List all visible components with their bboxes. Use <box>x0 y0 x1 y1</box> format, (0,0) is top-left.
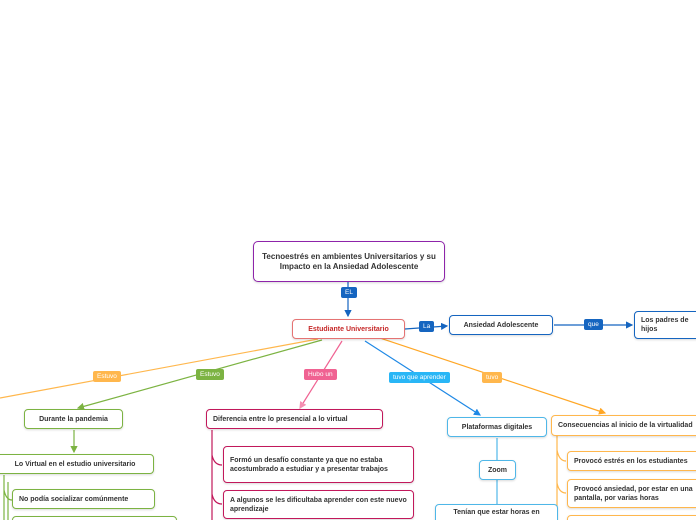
desafio-node[interactable]: Formó un desafío constante ya que no est… <box>223 446 414 483</box>
link-label-el: EL <box>341 287 357 298</box>
estudiante-node[interactable]: Estudiante Universitario <box>292 319 405 339</box>
diferencia-label: Diferencia entre lo presencial a lo virt… <box>213 415 348 423</box>
link-estudiante-left <box>0 338 319 399</box>
socializar-label: No podía socializar comúnmente <box>19 495 129 503</box>
estres-node[interactable]: Provocó estrés en los estudiantes <box>567 451 696 471</box>
pandemia-label: Durante la pandemia <box>39 415 108 423</box>
root-title: Tecnoestrés en ambientes Universitarios … <box>262 251 436 271</box>
horas-label: Tenían que estar horas en <box>453 509 540 516</box>
next-orange-node[interactable] <box>567 515 696 520</box>
next-green-node[interactable] <box>12 516 177 520</box>
pantalla-node[interactable]: Provocó ansiedad, por estar en una panta… <box>567 479 696 508</box>
ansiedad-label: Ansiedad Adolescente <box>463 321 539 329</box>
consecuencias-label: Consecuencias al inicio de la virtualida… <box>558 422 693 429</box>
padres-node[interactable]: Los padres de hijos <box>634 311 696 339</box>
plataformas-node[interactable]: Plataformas digitales <box>447 417 547 437</box>
link-label-que: que <box>584 319 603 330</box>
link-label-estuvo-1: Estuvo <box>93 371 121 382</box>
dificultaba-label: A algunos se les dificultaba aprender co… <box>230 496 407 513</box>
socializar-node[interactable]: No podía socializar comúnmente <box>12 489 155 509</box>
root-node[interactable]: Tecnoestrés en ambientes Universitarios … <box>253 241 445 282</box>
desafio-label: Formó un desafío constante ya que no est… <box>230 456 388 473</box>
pantalla-label: Provocó ansiedad, por estar en una panta… <box>574 485 693 502</box>
link-virtual-socializar <box>3 475 13 520</box>
pandemia-node[interactable]: Durante la pandemia <box>24 409 123 429</box>
virtual-label: Lo Virtual en el estudio universitario <box>14 460 136 468</box>
zoom-label: Zoom <box>487 466 508 474</box>
link-label-hubo-un: Hubo un <box>304 369 337 380</box>
dificultaba-node[interactable]: A algunos se les dificultaba aprender co… <box>223 490 414 519</box>
link-label-la: La <box>419 321 435 332</box>
virtual-node[interactable]: Lo Virtual en el estudio universitario <box>0 454 154 474</box>
ansiedad-node[interactable]: Ansiedad Adolescente <box>449 315 553 335</box>
link-diferencia-children <box>211 430 223 520</box>
zoom-node[interactable]: Zoom <box>479 460 516 480</box>
plataformas-label: Plataformas digitales <box>461 423 533 431</box>
link-consecuencias-children <box>556 436 567 520</box>
estudiante-label: Estudiante Universitario <box>308 325 389 333</box>
consecuencias-node[interactable]: Consecuencias al inicio de la virtualida… <box>551 415 696 436</box>
link-label-estuvo-2: Estuvo <box>196 369 224 380</box>
horas-node[interactable]: Tenían que estar horas en <box>435 504 558 520</box>
link-label-tuvo: tuvo <box>482 372 503 383</box>
link-label-tuvo-que-aprender: tuvo que aprender <box>389 372 450 383</box>
estres-label: Provocó estrés en los estudiantes <box>574 457 688 465</box>
padres-label: Los padres de hijos <box>641 317 689 333</box>
diferencia-node[interactable]: Diferencia entre lo presencial a lo virt… <box>206 409 383 429</box>
